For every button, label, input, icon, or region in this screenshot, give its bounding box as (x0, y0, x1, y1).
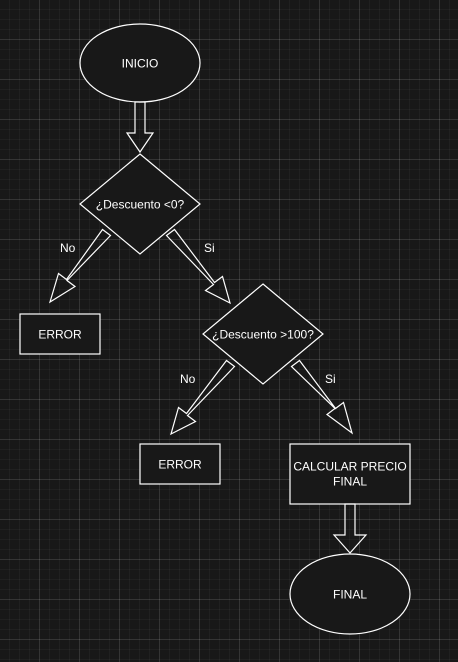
calculate-label-line1: CALCULAR PRECIO (293, 460, 406, 474)
start-node[interactable]: INICIO (79, 23, 201, 103)
edge-label-lt0-no: No (60, 241, 76, 255)
decision-node-gt100[interactable]: ¿Descuento >100? (202, 283, 324, 385)
arrow-calc-to-end (332, 503, 368, 554)
end-node[interactable]: FINAL (289, 553, 411, 635)
calculate-label-line2: FINAL (333, 475, 367, 489)
arrow-gt100-no (170, 359, 236, 436)
decision-lt0-label: ¿Descuento <0? (96, 198, 185, 212)
end-label: FINAL (333, 588, 367, 602)
arrow-lt0-no (48, 228, 112, 304)
decision-gt100-label: ¿Descuento >100? (212, 328, 314, 342)
error-node-2[interactable]: ERROR (139, 443, 221, 485)
edge-label-gt100-si: Si (325, 372, 336, 386)
error-node-1[interactable]: ERROR (19, 313, 101, 355)
error-2-label: ERROR (158, 458, 202, 472)
start-label: INICIO (122, 57, 159, 71)
error-1-label: ERROR (38, 328, 82, 342)
calculate-node[interactable]: CALCULAR PRECIO FINAL (289, 443, 411, 505)
edge-label-lt0-si: Si (204, 241, 215, 255)
arrow-gt100-si (290, 359, 354, 435)
arrow-start-to-decision1 (125, 101, 155, 154)
arrow-lt0-si (165, 228, 231, 305)
decision-node-lt0[interactable]: ¿Descuento <0? (79, 153, 201, 255)
edge-label-gt100-no: No (180, 372, 196, 386)
